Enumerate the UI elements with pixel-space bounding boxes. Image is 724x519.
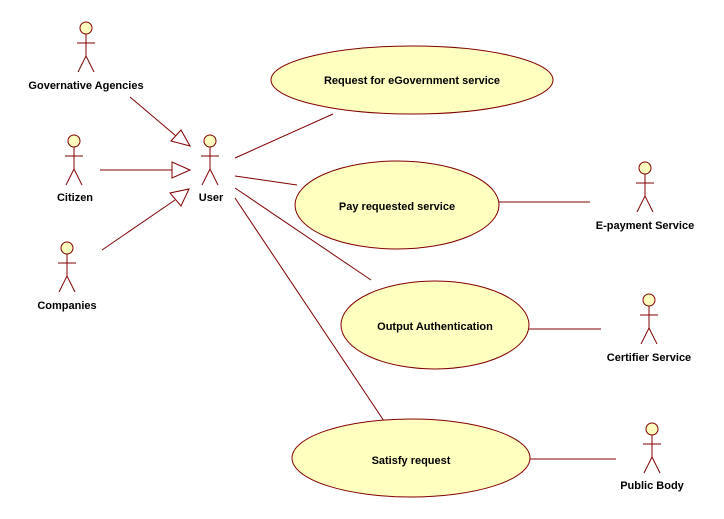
actor-public-body-label: Public Body [620, 480, 684, 492]
actor-public-body[interactable]: Public Body [620, 422, 685, 492]
actor-companies[interactable]: Companies [37, 241, 97, 312]
generalization-companies-to-user [101, 188, 190, 251]
association-user-request [234, 113, 334, 159]
actor-icon [643, 422, 661, 474]
generalization-governative-to-user [129, 96, 192, 147]
usecase-pay-label: Pay requested service [339, 201, 455, 213]
actor-icon [640, 293, 658, 345]
actor-citizen[interactable]: Citizen [57, 134, 93, 204]
actor-companies-label: Companies [37, 300, 96, 312]
actor-user-label: User [199, 192, 224, 204]
usecase-output-auth[interactable]: Output Authentication [340, 280, 530, 370]
actor-user[interactable]: User [199, 134, 224, 204]
actor-epayment-service-label: E-payment Service [596, 220, 694, 232]
actor-certifier-service[interactable]: Certifier Service [607, 293, 691, 364]
usecase-request-label: Request for eGovernment service [324, 75, 500, 87]
actor-icon [636, 161, 654, 213]
association-user-pay [234, 175, 298, 186]
actor-epayment-service[interactable]: E-payment Service [596, 161, 694, 232]
usecase-satisfy[interactable]: Satisfy request [291, 418, 531, 498]
actor-governative-agencies[interactable]: Governative Agencies [28, 21, 144, 92]
generalization-citizen-to-user [100, 161, 192, 179]
usecase-satisfy-label: Satisfy request [372, 455, 451, 467]
actor-citizen-label: Citizen [57, 192, 93, 204]
actor-icon [77, 21, 95, 73]
actor-certifier-service-label: Certifier Service [607, 352, 691, 364]
usecase-request[interactable]: Request for eGovernment service [270, 45, 554, 115]
actor-governative-agencies-label: Governative Agencies [28, 80, 143, 92]
actor-icon [58, 241, 76, 293]
usecase-output-auth-label: Output Authentication [377, 321, 493, 333]
association-user-output-auth [234, 187, 372, 281]
actor-icon [65, 134, 83, 186]
usecase-pay[interactable]: Pay requested service [294, 160, 500, 250]
actor-icon [201, 134, 219, 186]
association-user-satisfy [234, 197, 385, 422]
